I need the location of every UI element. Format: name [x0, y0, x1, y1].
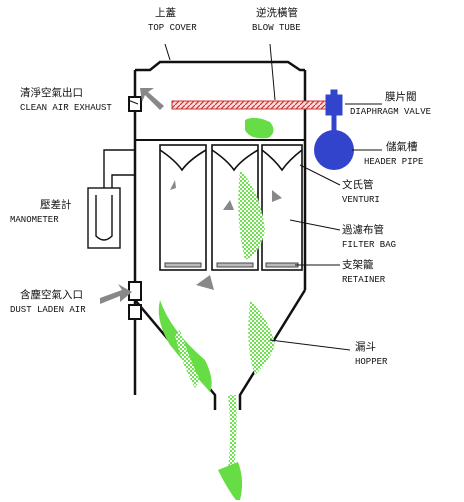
label-top-cover-zh: 上蓋	[155, 7, 176, 19]
label-hopper-zh: 漏斗	[355, 341, 376, 353]
wall-openings	[128, 96, 142, 320]
label-venturi-en: VENTURI	[342, 195, 380, 205]
label-diaphragm-zh: 膜片閥	[385, 90, 417, 103]
labels: 上蓋 TOP COVER 逆洗橫管 BLOW TUBE 清淨空氣出口 CLEAN…	[10, 6, 431, 367]
exhaust-arrow	[140, 88, 164, 110]
filter-bags	[159, 144, 303, 271]
label-hopper-en: HOPPER	[355, 357, 388, 367]
label-venturi-zh: 文氏管	[342, 178, 374, 191]
manometer	[87, 149, 135, 249]
label-manometer-en: MANOMETER	[10, 215, 59, 225]
label-clean-air-en: CLEAN AIR EXHAUST	[20, 103, 112, 113]
label-filter-bag-zh: 過濾布管	[342, 223, 384, 236]
flow-arrows	[100, 88, 282, 304]
inlet-arrow	[100, 284, 132, 304]
label-clean-air-zh: 清淨空氣出口	[20, 86, 83, 99]
label-blow-tube-zh: 逆洗橫管	[256, 6, 298, 19]
hopper-right-wall	[238, 289, 307, 410]
label-blow-tube-en: BLOW TUBE	[252, 23, 301, 33]
label-dust-inlet-en: DUST LADEN AIR	[10, 305, 86, 315]
label-header-pipe-zh: 儲氣槽	[386, 140, 418, 153]
top-cover	[135, 60, 305, 72]
label-header-pipe-en: HEADER PIPE	[364, 157, 423, 167]
label-dust-inlet-zh: 含塵空氣入口	[20, 288, 83, 301]
diaphragm-valve	[325, 89, 343, 131]
filter-bag-1	[159, 144, 207, 271]
label-retainer-zh: 支架籠	[342, 258, 374, 271]
clean-air-opening	[128, 96, 142, 112]
label-top-cover-en: TOP COVER	[148, 23, 197, 33]
header-pipe	[314, 130, 354, 170]
label-manometer-zh: 壓差計	[40, 198, 72, 211]
filter-bag-3	[261, 144, 303, 271]
dust-inlet-opening	[128, 281, 142, 301]
blow-tube	[171, 100, 333, 110]
dust-inlet-opening-2	[128, 304, 142, 320]
venturis	[159, 149, 303, 172]
label-filter-bag-en: FILTER BAG	[342, 240, 396, 250]
leader-lines	[127, 43, 382, 351]
label-diaphragm-en: DIAPHRAGM VALVE	[350, 107, 431, 117]
dust-particles	[158, 117, 275, 500]
label-retainer-en: RETAINER	[342, 275, 386, 285]
